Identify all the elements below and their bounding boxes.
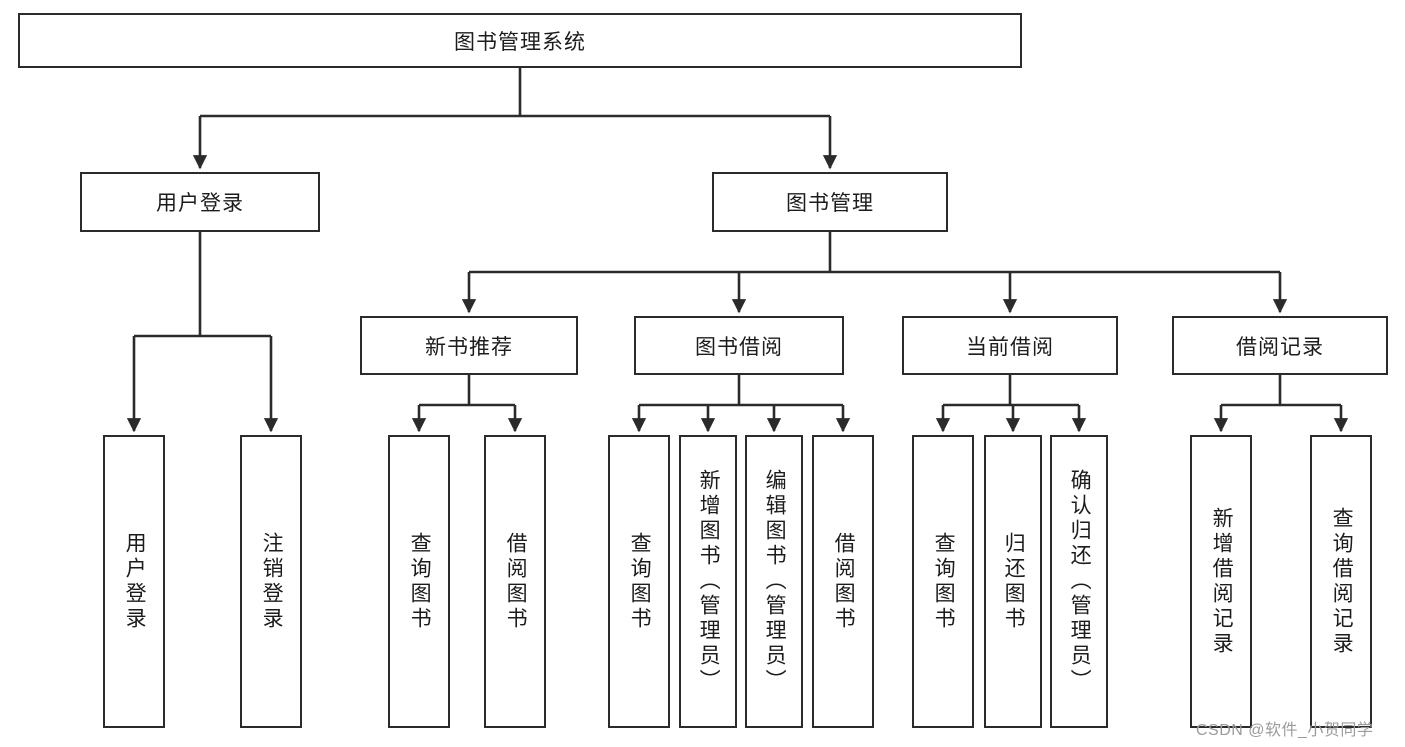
node-new-book-rec-label: 新书推荐 — [425, 335, 513, 359]
node-leaf-borrow-book-2[interactable]: 借阅图书 — [812, 435, 874, 728]
node-book-borrow-label: 图书借阅 — [695, 335, 783, 359]
node-leaf-borrow-book-1[interactable]: 借阅图书 — [484, 435, 546, 728]
node-new-book-rec[interactable]: 新书推荐 — [360, 316, 578, 375]
node-leaf-user-login[interactable]: 用户登录 — [103, 435, 165, 728]
node-leaf-logout-label: 注销登录 — [260, 531, 284, 632]
node-leaf-return-book-label: 归还图书 — [1002, 531, 1026, 632]
node-leaf-add-record[interactable]: 新增借阅记录 — [1190, 435, 1252, 728]
node-borrow-record-label: 借阅记录 — [1236, 335, 1324, 359]
node-leaf-add-book-label: 新增图书（管理员） — [697, 469, 721, 694]
node-leaf-confirm-return[interactable]: 确认归还（管理员） — [1050, 435, 1108, 728]
node-leaf-add-record-label: 新增借阅记录 — [1210, 506, 1234, 657]
node-leaf-query-book-2-label: 查询图书 — [628, 531, 652, 632]
node-leaf-query-book-1[interactable]: 查询图书 — [388, 435, 450, 728]
node-root-label: 图书管理系统 — [454, 30, 586, 54]
node-leaf-return-book[interactable]: 归还图书 — [984, 435, 1042, 728]
node-leaf-query-book-3[interactable]: 查询图书 — [912, 435, 974, 728]
node-root[interactable]: 图书管理系统 — [18, 13, 1022, 68]
node-leaf-user-login-label: 用户登录 — [123, 531, 147, 632]
node-leaf-logout[interactable]: 注销登录 — [240, 435, 302, 728]
node-leaf-query-book-3-label: 查询图书 — [932, 531, 956, 632]
node-current-borrow-label: 当前借阅 — [966, 335, 1054, 359]
node-leaf-query-record[interactable]: 查询借阅记录 — [1310, 435, 1372, 728]
node-leaf-add-book[interactable]: 新增图书（管理员） — [679, 435, 737, 728]
node-book-manage-label: 图书管理 — [786, 192, 874, 215]
node-leaf-query-record-label: 查询借阅记录 — [1330, 506, 1354, 657]
node-leaf-confirm-return-label: 确认归还（管理员） — [1068, 469, 1092, 694]
node-current-borrow[interactable]: 当前借阅 — [902, 316, 1118, 375]
node-user-login[interactable]: 用户登录 — [80, 172, 320, 232]
node-leaf-query-book-2[interactable]: 查询图书 — [608, 435, 670, 728]
node-borrow-record[interactable]: 借阅记录 — [1172, 316, 1388, 375]
csdn-watermark: CSDN @软件_小贺同学 — [1196, 722, 1374, 739]
node-leaf-borrow-book-1-label: 借阅图书 — [504, 531, 528, 632]
node-leaf-edit-book-label: 编辑图书（管理员） — [763, 469, 787, 694]
node-user-login-label: 用户登录 — [156, 192, 244, 215]
node-book-manage[interactable]: 图书管理 — [712, 172, 948, 232]
node-leaf-query-book-1-label: 查询图书 — [408, 531, 432, 632]
node-leaf-borrow-book-2-label: 借阅图书 — [832, 531, 856, 632]
node-leaf-edit-book[interactable]: 编辑图书（管理员） — [745, 435, 803, 728]
node-book-borrow[interactable]: 图书借阅 — [634, 316, 844, 375]
